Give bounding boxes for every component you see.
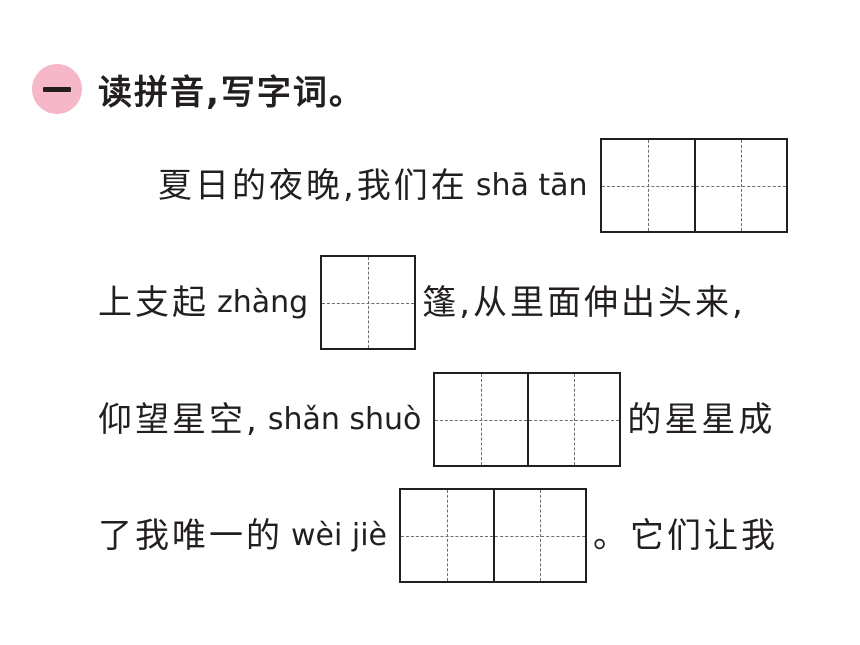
text-line-4: 了我唯一的 wèi jiè 。它们让我 — [98, 488, 778, 583]
line-3-text-before: 仰望星空, — [98, 399, 260, 440]
section-number-badge — [32, 64, 82, 114]
line-3-pinyin: shǎn shuò — [267, 401, 422, 437]
line-4-text-after: 。它们让我 — [593, 515, 778, 556]
writing-cell[interactable] — [493, 490, 585, 581]
line-2-text-after: 篷,从里面伸出头来, — [422, 282, 746, 323]
line-2-pinyin: zhàng — [217, 284, 309, 320]
exercise-header: 读拼音,写字词。 — [32, 62, 365, 116]
answer-boxes-4[interactable] — [399, 488, 587, 583]
answer-boxes-2[interactable] — [320, 255, 417, 350]
writing-cell[interactable] — [322, 257, 415, 348]
answer-boxes-1[interactable] — [599, 138, 788, 233]
text-line-2: 上支起 zhàng 篷,从里面伸出头来, — [98, 255, 746, 350]
text-line-1: 夏日的夜晚,我们在 shā tān — [158, 138, 788, 233]
answer-boxes-3[interactable] — [433, 372, 622, 467]
line-2-text-before: 上支起 — [98, 282, 209, 323]
line-4-pinyin: wèi jiè — [291, 517, 387, 553]
line-1-pinyin: shā tān — [475, 167, 588, 203]
writing-cell[interactable] — [693, 140, 786, 231]
writing-cell[interactable] — [527, 374, 620, 465]
exercise-instruction: 读拼音,写字词。 — [98, 72, 365, 113]
text-line-3: 仰望星空, shǎn shuò 的星星成 — [98, 372, 775, 467]
writing-cell[interactable] — [435, 374, 528, 465]
line-1-text-before: 夏日的夜晚,我们在 — [158, 165, 468, 206]
line-4-text-before: 了我唯一的 — [98, 515, 283, 556]
writing-cell[interactable] — [401, 490, 493, 581]
line-3-text-after: 的星星成 — [627, 399, 776, 440]
writing-cell[interactable] — [601, 140, 694, 231]
